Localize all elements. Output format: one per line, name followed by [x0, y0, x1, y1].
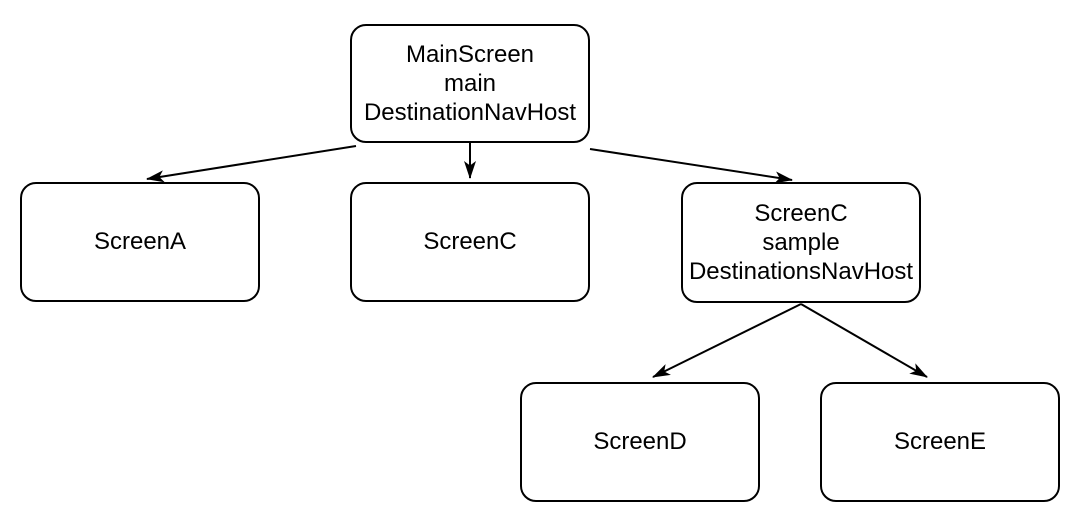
- node-label-line: DestinationsNavHost: [688, 258, 914, 286]
- node-main-destination-nav-host[interactable]: MainScreen main DestinationNavHost: [350, 24, 590, 143]
- node-label: ScreenE: [893, 428, 987, 456]
- node-screen-e[interactable]: ScreenE: [820, 382, 1060, 502]
- edge-samplenavhost-to-screene[interactable]: [800, 303, 928, 378]
- node-label-line: DestinationNavHost: [363, 99, 577, 127]
- node-label: ScreenD: [593, 428, 687, 456]
- edge-mainnavhost-to-samplenavhost[interactable]: [589, 148, 793, 184]
- node-label-line: ScreenC: [754, 199, 848, 227]
- edge-mainnavhost-to-screena[interactable]: [146, 145, 357, 183]
- node-screen-a[interactable]: ScreenA: [20, 182, 260, 302]
- node-screen-c[interactable]: ScreenC: [350, 182, 590, 302]
- node-label-line: main: [443, 69, 497, 97]
- node-label: ScreenC: [423, 228, 517, 256]
- node-label-line: MainScreen: [405, 40, 535, 68]
- node-label: ScreenA: [93, 228, 187, 256]
- node-screen-d[interactable]: ScreenD: [520, 382, 760, 502]
- node-label-line: sample: [762, 228, 840, 256]
- edge-samplenavhost-to-screend[interactable]: [652, 303, 802, 378]
- node-sample-destinations-nav-host[interactable]: ScreenC sample DestinationsNavHost: [681, 182, 921, 303]
